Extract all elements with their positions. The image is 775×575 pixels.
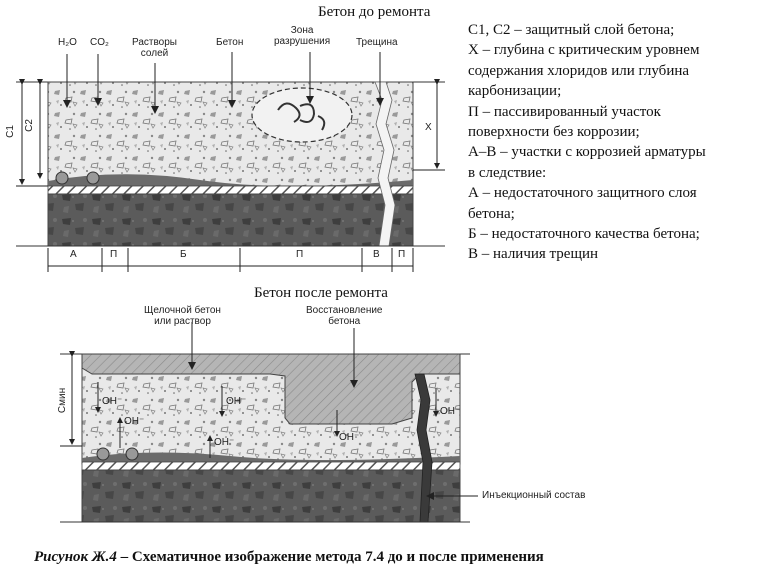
top-specimen bbox=[16, 81, 445, 247]
bottom-arrows bbox=[60, 322, 478, 500]
destruction-zone bbox=[251, 87, 353, 143]
legend-line-11: Б – недостаточного качества бетона; bbox=[468, 226, 700, 243]
legend-line-2: X – глубина с критическим уровнем bbox=[468, 42, 700, 59]
legend-line-12: В – наличия трещин bbox=[468, 246, 599, 263]
oh-label-3: OH⁻ bbox=[124, 416, 145, 427]
rebar-top bbox=[47, 185, 414, 195]
legend-line-4: карбонизации; bbox=[468, 83, 562, 100]
legend-line-10: бетона; bbox=[468, 205, 515, 222]
oh-label-5: OH⁻ bbox=[339, 432, 360, 443]
caption-prefix: Рисунок Ж.4 bbox=[34, 549, 117, 565]
label-alkaline: Щелочной бетон или раствор bbox=[144, 305, 221, 327]
caption-text: – Схематичное изображение метода 7.4 до … bbox=[116, 549, 544, 565]
top-heading: Бетон до ремонта bbox=[318, 4, 431, 20]
legend-line-6: поверхности без коррозии; bbox=[468, 124, 640, 141]
dim-cmin: Cмин bbox=[57, 387, 69, 414]
figure-caption: Рисунок Ж.4 – Схематичное изображение ме… bbox=[34, 549, 544, 566]
label-co2: CO₂ bbox=[90, 37, 109, 48]
label-restore: Восстановление бетона bbox=[306, 305, 383, 327]
legend-line-9: А – недостаточного защитного слоя bbox=[468, 185, 697, 202]
segment-b: Б bbox=[180, 249, 187, 260]
label-salts: Растворы солей bbox=[132, 37, 177, 59]
legend-line-5: П – пассивированный участок bbox=[468, 103, 661, 120]
restoration-layer bbox=[81, 353, 461, 425]
bottom-specimen bbox=[60, 353, 470, 523]
bottom-heading: Бетон после ремонта bbox=[254, 285, 388, 301]
label-concrete: Бетон bbox=[216, 37, 244, 48]
segment-a: А bbox=[70, 249, 77, 260]
label-h2o: H₂O bbox=[58, 37, 77, 48]
oh-label-4: OH⁻ bbox=[214, 437, 235, 448]
top-label-arrows bbox=[63, 52, 384, 114]
legend-line-1: C1, C2 – защитный слой бетона; bbox=[468, 22, 675, 38]
oh-label-6: OH⁻ bbox=[440, 406, 461, 417]
dim-c2: C2 bbox=[23, 119, 35, 132]
oh-label-1: OH⁻ bbox=[102, 396, 123, 407]
segment-p3: П bbox=[398, 249, 406, 260]
label-injection: Инъекционный состав bbox=[482, 490, 586, 501]
top-dimensions bbox=[16, 79, 445, 272]
dim-c1: C1 bbox=[4, 125, 16, 138]
legend-line-8: в следствие: bbox=[468, 164, 547, 181]
segment-p2: П bbox=[296, 249, 304, 260]
oh-label-2: OH⁻ bbox=[226, 396, 247, 407]
dim-x: X bbox=[425, 122, 432, 133]
legend: C1, C2 – защитный слой бетона; X – глуби… bbox=[468, 20, 768, 265]
label-zone: Зона разрушения bbox=[274, 25, 331, 47]
legend-line-7: А–В – участки с коррозией арматуры bbox=[468, 144, 706, 161]
legend-line-3: содержания хлоридов или глубина bbox=[468, 62, 690, 79]
label-crack: Трещина bbox=[356, 37, 398, 48]
segment-p1: П bbox=[110, 249, 118, 260]
segment-v: В bbox=[373, 249, 380, 260]
